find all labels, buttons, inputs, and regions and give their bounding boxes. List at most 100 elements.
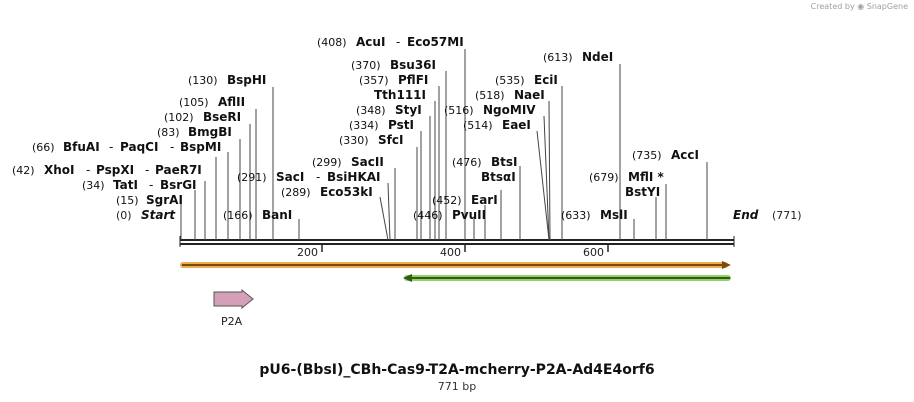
- site-bstyi: BstYI: [625, 185, 660, 199]
- start-position: (0): [116, 209, 132, 222]
- site-separator: -: [149, 178, 153, 192]
- site-position: (330): [339, 134, 369, 147]
- site-line: [379, 196, 389, 241]
- site-position: (66): [32, 141, 55, 154]
- site-enzyme: BfuAI: [63, 140, 100, 154]
- tick-label: 200: [297, 246, 318, 259]
- site-line: [548, 100, 551, 241]
- site-enzyme: PflFI: [398, 73, 428, 87]
- end-label: End: [733, 208, 759, 222]
- site-enzyme: PaeR7I: [155, 163, 202, 177]
- site-btsi: (476) BtsI: [452, 155, 518, 169]
- site-position: (514): [463, 119, 493, 132]
- site-position: (408): [317, 36, 347, 49]
- site-ngomiv: (516) NgoMIV: [444, 103, 536, 117]
- site-enzyme: PaqCI: [120, 140, 158, 154]
- site-separator: -: [396, 35, 400, 49]
- site-separator: -: [170, 140, 174, 154]
- site-position: (476): [452, 156, 482, 169]
- site-position: (535): [495, 74, 525, 87]
- site-position: (15): [116, 194, 139, 207]
- site-enzyme: MslI: [600, 208, 628, 222]
- site-position: (446): [413, 209, 443, 222]
- site-xhoi: (42) XhoI - PspXI - PaeR7I: [12, 163, 202, 177]
- site-enzyme: BspMI: [180, 140, 221, 154]
- site-mfli: (679) MflI *: [589, 170, 664, 184]
- site-pflfi: (357) PflFI: [359, 73, 428, 87]
- tick-200: 200: [297, 244, 323, 259]
- site-position: (348): [356, 104, 386, 117]
- site-enzyme: NgoMIV: [483, 103, 536, 117]
- p2a-arrow-icon[interactable]: [213, 288, 254, 310]
- site-position: (357): [359, 74, 389, 87]
- site-enzyme: AccI: [671, 148, 699, 162]
- site-bfuai: (66) BfuAI - PaqCI - BspMI: [32, 140, 221, 154]
- site-enzyme: XhoI: [44, 163, 75, 177]
- site-naei: (518) NaeI: [475, 88, 545, 102]
- feature-p2a[interactable]: P2A: [213, 288, 254, 328]
- snapgene-watermark: Created by ◉ SnapGene: [811, 2, 908, 11]
- watermark-brand: SnapGene: [866, 2, 908, 11]
- site-enzyme: BsiHKAI: [327, 170, 381, 184]
- site-position: (42): [12, 164, 35, 177]
- snapgene-logo-icon: ◉: [857, 2, 865, 11]
- site-enzyme: TatI: [113, 178, 138, 192]
- site-enzyme: NdeI: [582, 50, 613, 64]
- site-enzyme: EarI: [471, 193, 498, 207]
- site-enzyme: BspHI: [227, 73, 266, 87]
- site-enzyme: SgrAI: [146, 193, 183, 207]
- site-bsu36i: (370) Bsu36I: [351, 58, 436, 72]
- site-enzyme: PspXI: [96, 163, 134, 177]
- site-enzyme: MflI *: [628, 170, 664, 184]
- site-acui: (408) AcuI - Eco57MI: [317, 35, 464, 49]
- site-position: (452): [432, 194, 462, 207]
- watermark-prefix: Created by: [810, 2, 855, 11]
- site-enzyme: BstYI: [625, 185, 660, 199]
- site-bmgbi: (83) BmgBI: [157, 125, 232, 139]
- site-separator: -: [86, 163, 90, 177]
- site-enzyme: AcuI: [356, 35, 385, 49]
- plasmid-linear-map: 200 400 600 (0) Start End (771): [12, 35, 802, 328]
- restriction-site-labels: (15) SgrAI (34) TatI - BsrGI (42) XhoI -…: [12, 35, 699, 222]
- feature-reverse-green[interactable]: [403, 274, 731, 282]
- site-saci: (291) SacI - BsiHKAI: [237, 170, 381, 184]
- site-position: (291): [237, 171, 267, 184]
- site-enzyme: Eco57MI: [407, 35, 464, 49]
- site-ndei: (613) NdeI: [543, 50, 613, 64]
- end-position: (771): [772, 209, 802, 222]
- site-eari: (452) EarI: [432, 193, 498, 207]
- site-btsai: BtsαI: [481, 170, 516, 184]
- tick-label: 600: [583, 246, 604, 259]
- site-enzyme: BtsI: [491, 155, 518, 169]
- site-styi: (348) StyI: [356, 103, 422, 117]
- site-position: (735): [632, 149, 662, 162]
- site-position: (613): [543, 51, 573, 64]
- site-sfci: (330) SfcI: [339, 133, 403, 147]
- site-psti: (334) PstI: [349, 118, 414, 132]
- site-enzyme: EciI: [534, 73, 558, 87]
- tick-400: 400: [440, 244, 466, 259]
- site-position: (370): [351, 59, 381, 72]
- site-enzyme: BmgBI: [188, 125, 232, 139]
- site-enzyme: SfcI: [378, 133, 403, 147]
- site-enzyme: EaeI: [502, 118, 531, 132]
- site-enzyme: SacI: [276, 170, 304, 184]
- site-position: (105): [179, 96, 209, 109]
- site-eco53ki: (289) Eco53kI: [281, 185, 373, 199]
- feature-label-p2a: P2A: [221, 315, 243, 328]
- site-enzyme: NaeI: [514, 88, 545, 102]
- site-enzyme: Tth111I: [374, 88, 426, 102]
- feature-forward-orange[interactable]: [180, 261, 731, 269]
- site-enzyme: PstI: [388, 118, 414, 132]
- site-line: [543, 115, 550, 241]
- site-enzyme: BanI: [262, 208, 292, 222]
- site-position: (299): [312, 156, 342, 169]
- site-enzyme: Bsu36I: [390, 58, 436, 72]
- site-position: (102): [164, 111, 194, 124]
- site-eaei: (514) EaeI: [463, 118, 531, 132]
- site-aflii: (105) AflII: [179, 95, 245, 109]
- site-tati: (34) TatI - BsrGI: [82, 178, 197, 192]
- site-enzyme: BtsαI: [481, 170, 516, 184]
- site-position: (83): [157, 126, 180, 139]
- site-bseri: (102) BseRI: [164, 110, 241, 124]
